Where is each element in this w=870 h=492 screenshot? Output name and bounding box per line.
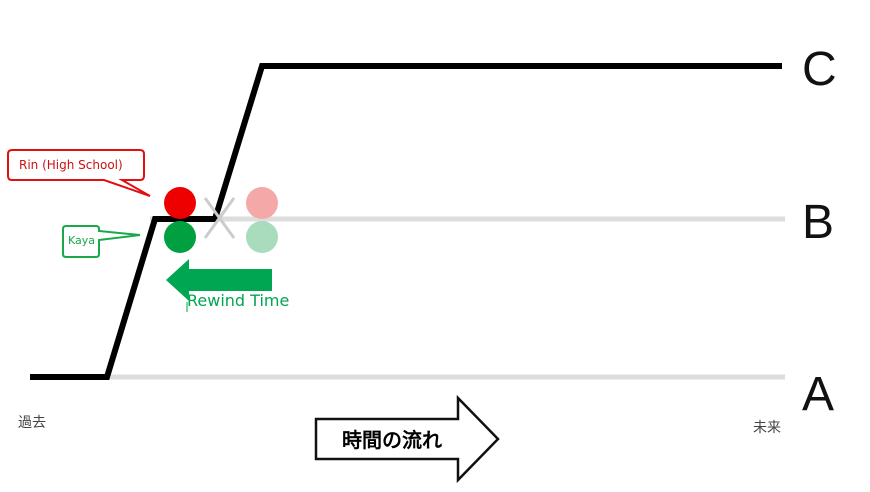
kaya-dot (164, 221, 196, 253)
rin-callout-bubble (7, 149, 151, 197)
timeline-path (30, 63, 782, 380)
rewind-label: Rewind Time (187, 291, 289, 310)
future-label: 未来 (753, 420, 781, 436)
kaya-callout-bubble (62, 225, 141, 258)
cross-mark-icon (203, 197, 236, 239)
past-label: 過去 (18, 415, 46, 431)
time-flow-label: 時間の流れ (342, 428, 442, 452)
arrow-left-icon (166, 259, 272, 301)
level-c-label: C (802, 43, 837, 96)
rin-callout-label: Rin (High School) (19, 158, 123, 172)
level-a-label: A (802, 368, 834, 421)
kaya-dot-faded (246, 221, 278, 253)
rin-dot (164, 187, 196, 219)
arrow-right-icon (314, 394, 500, 484)
level-b-label: B (802, 196, 834, 249)
rin-dot-faded (246, 187, 278, 219)
kaya-callout-label: Kaya (68, 234, 95, 247)
